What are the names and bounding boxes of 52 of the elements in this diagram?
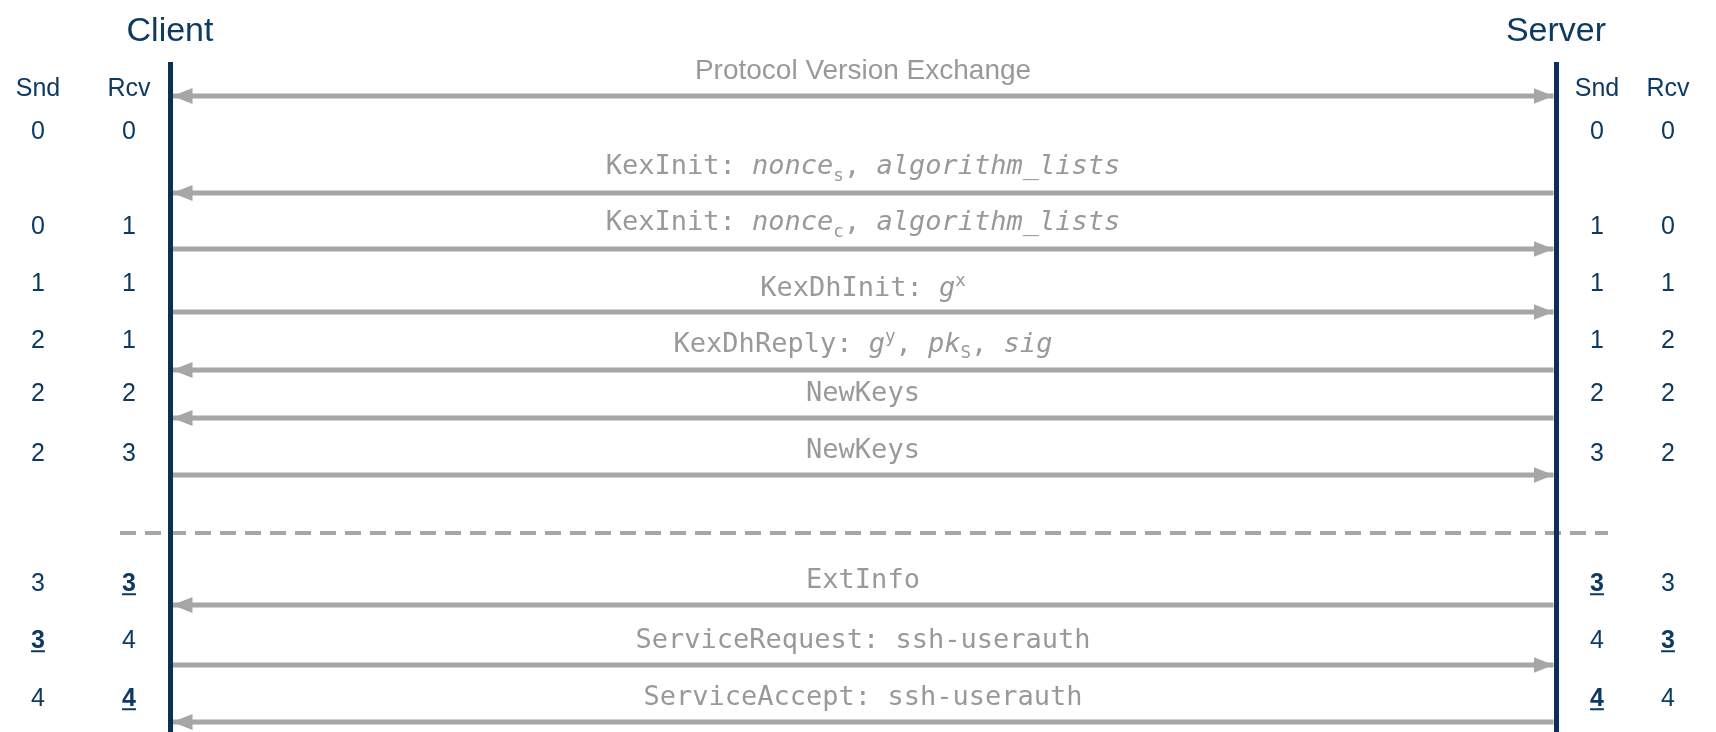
sequence-number: 2 — [1661, 439, 1675, 467]
column-header: Rcv — [1646, 74, 1690, 102]
sequence-number: 4 — [122, 684, 136, 712]
arrow — [172, 241, 1554, 257]
participant-title: Server — [1505, 12, 1607, 46]
sequence-number: 2 — [31, 326, 45, 354]
sequence-number: 0 — [31, 212, 45, 240]
sequence-number: 3 — [1661, 626, 1675, 654]
sequence-number: 4 — [31, 684, 45, 712]
arrow — [172, 362, 1554, 378]
sequence-number: 0 — [122, 117, 136, 145]
sequence-number: 1 — [122, 269, 136, 297]
sequence-number: 2 — [31, 439, 45, 467]
sequence-number: 3 — [31, 569, 45, 597]
sequence-number: 3 — [1661, 569, 1675, 597]
arrow — [172, 467, 1554, 483]
sequence-number: 1 — [122, 326, 136, 354]
arrow — [172, 597, 1554, 613]
arrow — [172, 304, 1554, 320]
sequence-number: 3 — [122, 569, 136, 597]
sequence-number: 0 — [1590, 117, 1604, 145]
arrow — [172, 88, 1554, 104]
sequence-number: 1 — [1590, 212, 1604, 240]
sequence-number: 1 — [122, 212, 136, 240]
column-header: Rcv — [107, 74, 151, 102]
sequence-number: 2 — [1661, 326, 1675, 354]
arrow — [172, 657, 1554, 673]
arrow — [172, 185, 1554, 201]
participant-title: Client — [126, 12, 214, 46]
column-header: Snd — [15, 74, 61, 102]
sequence-number: 4 — [1590, 626, 1604, 654]
sequence-number: 3 — [122, 439, 136, 467]
sequence-number: 1 — [1590, 326, 1604, 354]
sequence-number: 2 — [1661, 379, 1675, 407]
sequence-number: 3 — [1590, 569, 1604, 597]
sequence-number: 2 — [31, 379, 45, 407]
sequence-number: 0 — [1661, 212, 1675, 240]
sequence-number: 4 — [1661, 684, 1675, 712]
column-header: Snd — [1574, 74, 1620, 102]
sequence-number: 4 — [1590, 684, 1604, 712]
sequence-number: 0 — [31, 117, 45, 145]
sequence-number: 1 — [1590, 269, 1604, 297]
arrow — [172, 410, 1554, 426]
sequence-number: 1 — [1661, 269, 1675, 297]
sequence-number: 3 — [1590, 439, 1604, 467]
sequence-number: 1 — [31, 269, 45, 297]
sequence-number: 4 — [122, 626, 136, 654]
sequence-number: 2 — [1590, 379, 1604, 407]
sequence-number: 2 — [122, 379, 136, 407]
sequence-number: 0 — [1661, 117, 1675, 145]
arrow — [172, 714, 1554, 730]
sequence-number: 3 — [31, 626, 45, 654]
